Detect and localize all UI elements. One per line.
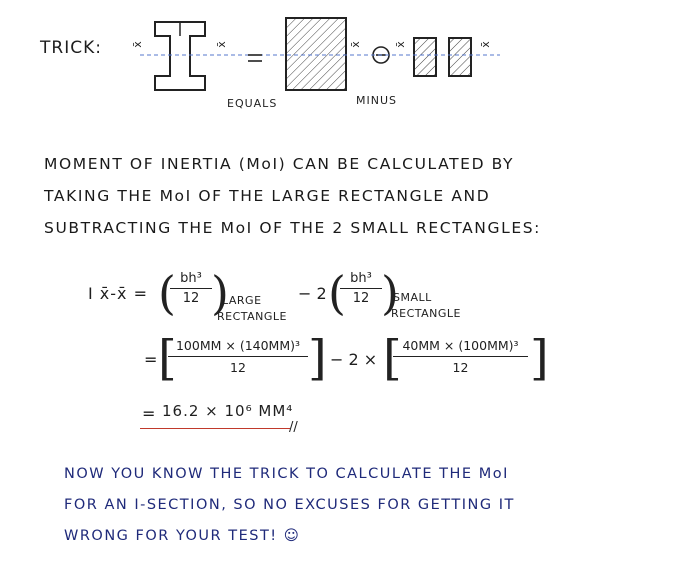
equation-line2-eq: = xyxy=(144,350,158,369)
equation-line2-mid: − 2 × xyxy=(330,350,378,369)
axis-label: x̄ xyxy=(393,41,407,48)
result-mark: // xyxy=(289,420,298,435)
closing-line-2: FOR AN I-SECTION, SO NO EXCUSES FOR GETT… xyxy=(64,497,515,513)
minus-label: MINUS xyxy=(356,94,397,107)
large-label-1: LARGE xyxy=(222,294,262,307)
equals-label: EQUALS xyxy=(227,97,278,110)
axis-label: x̄ xyxy=(478,41,492,48)
axis-label: x̄ xyxy=(348,41,362,48)
equation-lhs: I x̄-x̄ = xyxy=(88,284,149,303)
frac1-denominator: 12 xyxy=(182,291,200,306)
result-value: 16.2 × 10⁶ MM⁴ xyxy=(162,402,294,420)
large-rectangle xyxy=(285,17,347,91)
i-section-diagram xyxy=(140,17,500,91)
equation-minus-two: − 2 xyxy=(298,284,327,303)
line2-frac1-denominator: 12 xyxy=(230,360,246,375)
frac2-numerator: bh³ xyxy=(350,271,372,286)
result-underline xyxy=(140,428,290,429)
closing-line-3: WRONG FOR YOUR TEST! ☺ xyxy=(64,528,301,544)
small-rectangle-right xyxy=(448,37,472,77)
large-label-2: RECTANGLE xyxy=(217,310,287,323)
small-rectangle-left xyxy=(413,37,437,77)
line2-frac2-denominator: 12 xyxy=(452,360,469,375)
line2-frac1-numerator: 100MM × (140MM)³ xyxy=(175,338,301,353)
frac2-denominator: 12 xyxy=(352,291,370,306)
i-section-shape xyxy=(154,21,206,91)
axis-label: x̄ xyxy=(130,41,144,48)
frac1: bh³ 12 xyxy=(170,271,212,306)
intro-line-3: SUBTRACTING THE MoI OF THE 2 SMALL RECTA… xyxy=(44,219,541,237)
frac2: bh³ 12 xyxy=(340,271,382,306)
line2-frac2-numerator: 40MM × (100MM)³ xyxy=(402,338,519,353)
line2-frac2: 40MM × (100MM)³ 12 xyxy=(393,338,528,375)
line2-frac1: 100MM × (140MM)³ 12 xyxy=(168,338,308,375)
axis-label: x̄ xyxy=(214,41,228,48)
trick-label: TRICK: xyxy=(40,38,102,58)
intro-line-1: MOMENT OF INERTIA (MoI) CAN BE CALCULATE… xyxy=(44,155,515,173)
closing-line-1: NOW YOU KNOW THE TRICK TO CALCULATE THE … xyxy=(64,466,509,482)
small-label-1: SMALL xyxy=(393,291,432,304)
small-label-2: RECTANGLE xyxy=(391,307,461,320)
result-eq: = xyxy=(142,404,156,423)
intro-line-2: TAKING THE MoI OF THE LARGE RECTANGLE AN… xyxy=(44,187,491,205)
frac1-numerator: bh³ xyxy=(180,271,202,286)
